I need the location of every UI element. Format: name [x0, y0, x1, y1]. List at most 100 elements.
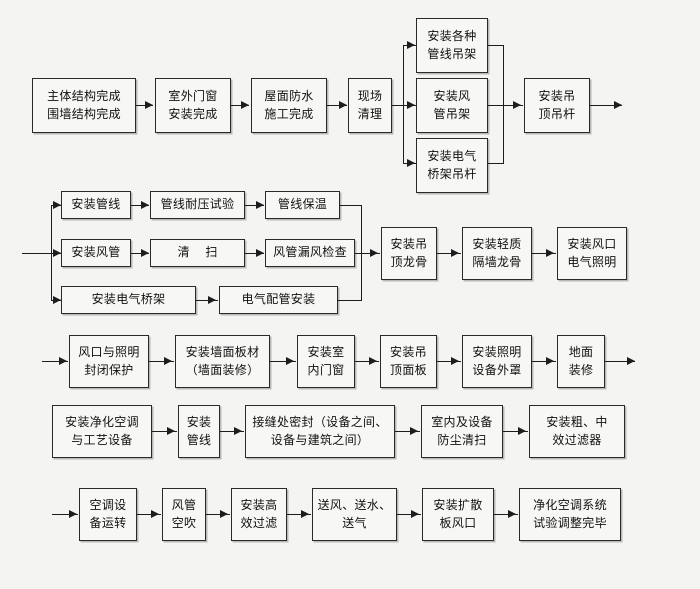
flow-node-n23[interactable]: 安装吊 顶面板: [380, 335, 437, 388]
connector-row5-entry: [52, 514, 78, 515]
flow-node-n30[interactable]: 安装粗、中 效过滤器: [529, 405, 625, 458]
flow-node-n27[interactable]: 安装 管线: [178, 405, 220, 458]
node-line: 安装电气: [427, 149, 477, 164]
flow-node-n14[interactable]: 风管漏风检查: [265, 239, 355, 267]
node-line: 风口与照明: [78, 345, 140, 360]
flow-node-n4[interactable]: 现场 清理: [348, 78, 392, 133]
arrowhead: [451, 248, 459, 257]
arrowhead: [407, 158, 415, 167]
flow-node-n15[interactable]: 安装电气桥架: [61, 286, 196, 314]
flow-node-n8[interactable]: 安装吊 顶吊杆: [524, 78, 590, 133]
node-line: 板风口: [439, 515, 477, 530]
connector-n12-n13: [131, 253, 149, 254]
connector-n3-n4: [327, 105, 347, 106]
flow-node-n35[interactable]: 安装扩散 板风口: [422, 488, 494, 541]
flow-node-n10[interactable]: 管线耐压试验: [150, 191, 245, 219]
flow-node-n34[interactable]: 送风、送水、 送气: [312, 488, 397, 541]
node-line: 安装各种: [427, 29, 477, 44]
flow-node-n21[interactable]: 安装墙面板材 （墙面装修）: [175, 335, 270, 388]
connector-fanout-bus: [403, 45, 404, 163]
arrowhead: [546, 356, 554, 365]
flow-node-n9[interactable]: 安装管线: [61, 191, 131, 219]
arrowhead: [53, 200, 61, 209]
connector-n27-n28: [220, 431, 244, 432]
node-line: 空调设: [89, 498, 127, 513]
flow-node-n24[interactable]: 安装照明 设备外罩: [462, 335, 532, 388]
flow-node-n22[interactable]: 安装室 内门窗: [297, 335, 355, 388]
connector-row3-entry: [42, 361, 68, 362]
arrowhead: [546, 248, 554, 257]
flow-node-n29[interactable]: 室内及设备 防尘清扫: [421, 405, 503, 458]
connector-merge-bus: [503, 45, 504, 163]
node-line: 顶面板: [390, 362, 427, 377]
node-line: 效过滤器: [552, 432, 602, 447]
arrowhead: [241, 100, 249, 109]
flow-node-n16[interactable]: 电气配管安装: [219, 286, 338, 314]
flow-node-n19[interactable]: 安装风口 电气照明: [557, 227, 627, 280]
node-line: 安装高: [240, 498, 278, 513]
connector-n21-n22: [270, 361, 296, 362]
node-line: 清理: [357, 106, 383, 121]
flow-node-n26[interactable]: 安装净化空调 与工艺设备: [52, 405, 152, 458]
node-line: 管线耐压试验: [160, 197, 235, 212]
arrowhead: [370, 248, 378, 257]
flow-node-n32[interactable]: 风管 空吹: [162, 488, 206, 541]
node-line: 安装净化空调: [65, 415, 139, 430]
connector-n15-n16: [196, 300, 218, 301]
flow-node-n31[interactable]: 空调设 备运转: [79, 488, 137, 541]
flow-node-n17[interactable]: 安装吊 顶龙骨: [381, 227, 437, 280]
flow-node-n36[interactable]: 净化空调系统 试验调整完毕: [519, 488, 621, 541]
node-line: 安装吊: [538, 89, 576, 104]
node-line: 室外门窗: [168, 89, 218, 104]
connector-n5-merge: [488, 45, 504, 46]
arrowhead: [145, 100, 153, 109]
flow-node-n11[interactable]: 管线保温: [265, 191, 340, 219]
flow-node-n1[interactable]: 主体结构完成 围墙结构完成: [32, 78, 136, 133]
arrowhead: [410, 426, 418, 435]
node-line: 风管: [171, 498, 197, 513]
arrowhead: [256, 200, 264, 209]
flow-node-n7[interactable]: 安装电气 桥架吊杆: [416, 138, 488, 193]
flow-node-n20[interactable]: 风口与照明 封闭保护: [69, 335, 149, 388]
node-line: 安装照明: [472, 345, 522, 360]
connector-n33-n34: [287, 514, 311, 515]
connector-row2-entry: [22, 253, 52, 254]
arrowhead: [59, 356, 67, 365]
node-line: 送气: [342, 515, 367, 530]
flow-node-n3[interactable]: 屋面防水 施工完成: [251, 78, 327, 133]
node-line: 安装吊: [390, 345, 427, 360]
node-line: 安装风: [433, 89, 471, 104]
node-line: 屋面防水: [264, 89, 314, 104]
arrowhead: [53, 295, 61, 304]
connector-n16-merge: [338, 300, 362, 301]
connector-merge-n8: [488, 105, 523, 106]
node-line: 与工艺设备: [71, 432, 133, 447]
node-line: 风管漏风检查: [273, 245, 347, 260]
flow-node-n18[interactable]: 安装轻质 隔墙龙骨: [462, 227, 532, 280]
flow-node-n33[interactable]: 安装高 效过滤: [231, 488, 287, 541]
connector-n26-n27: [152, 431, 177, 432]
flow-node-n28[interactable]: 接缝处密封（设备之间、 设备与建筑之间）: [245, 405, 395, 458]
connector-row1-exit: [590, 105, 622, 106]
node-line: 安装完成: [168, 106, 218, 121]
flow-node-n6[interactable]: 安装风 管吊架: [416, 78, 488, 133]
flow-node-n13[interactable]: 清 扫: [150, 239, 245, 267]
flow-node-n5[interactable]: 安装各种 管线吊架: [416, 18, 488, 73]
node-line: 现场: [357, 89, 383, 104]
node-line: 室内及设备: [431, 415, 493, 430]
node-line: 桥架吊杆: [427, 166, 477, 181]
arrowhead: [369, 356, 377, 365]
node-line: 安装室: [307, 345, 345, 360]
arrowhead: [256, 248, 264, 257]
arrowhead: [220, 509, 228, 518]
flow-node-n2[interactable]: 室外门窗 安装完成: [155, 78, 231, 133]
node-line: 试验调整完毕: [533, 515, 607, 530]
flow-node-n12[interactable]: 安装风管: [61, 239, 131, 267]
connector-n31-n32: [137, 514, 161, 515]
connector-n2-n3: [231, 105, 249, 106]
connector-n22-n23: [355, 361, 379, 362]
node-line: 管线保温: [277, 197, 328, 212]
connector-fanout-stem: [392, 105, 404, 106]
flow-node-n25[interactable]: 地面 装修: [557, 335, 605, 388]
arrowhead: [167, 426, 175, 435]
